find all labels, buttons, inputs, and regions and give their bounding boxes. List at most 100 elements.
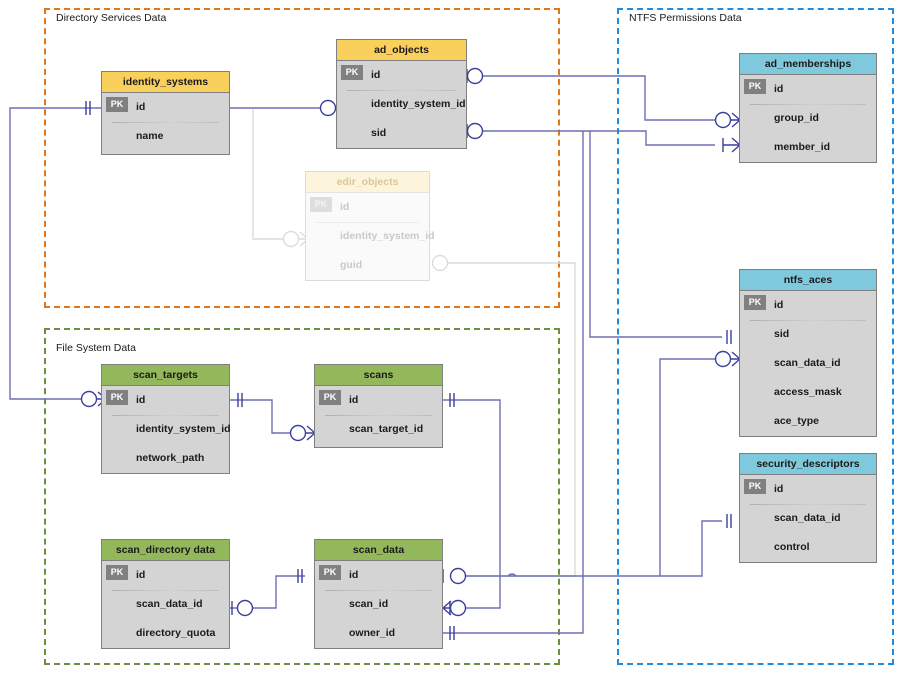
column-label: directory_quota (136, 627, 216, 639)
column-label: network_path (136, 452, 205, 464)
table-scan-data[interactable]: scan_data PK id scan_id owner_id (314, 539, 443, 649)
pk-badge: PK (341, 65, 363, 80)
column-label: identity_system_id (136, 423, 231, 435)
column-scan-targets-id[interactable]: PK id (102, 386, 229, 415)
pk-separator (325, 415, 432, 416)
table-title-scan-directory-data: scan_directory data (102, 540, 229, 561)
column-label: id (136, 394, 146, 406)
table-identity-systems[interactable]: identity_systems PK id name (101, 71, 230, 155)
pk-separator (750, 104, 866, 105)
column-ad-objects-id[interactable]: PK id (337, 61, 466, 90)
pk-badge: PK (106, 565, 128, 580)
column-ntfs-aces-sid[interactable]: sid (740, 320, 876, 349)
pk-separator (112, 590, 219, 591)
column-identity-systems-id[interactable]: PK id (102, 93, 229, 122)
column-scan-directory-data-directory-quota[interactable]: directory_quota (102, 619, 229, 648)
column-scan-data-scan-id[interactable]: scan_id (315, 590, 442, 619)
column-label: control (774, 541, 810, 553)
column-scans-scan-target-id[interactable]: scan_target_id (315, 415, 442, 444)
column-ntfs-aces-scan-data-id[interactable]: scan_data_id (740, 349, 876, 378)
table-body-ntfs-aces: PK id sid scan_data_id access_mask ace_t… (740, 291, 876, 436)
column-ad-objects-identity-system-id[interactable]: identity_system_id (337, 90, 466, 119)
table-body-edir-objects: PK id identity_system_id guid (306, 193, 435, 280)
column-scan-targets-network-path[interactable]: network_path (102, 444, 229, 473)
column-ntfs-aces-ace-type[interactable]: ace_type (740, 407, 876, 436)
column-label: member_id (774, 141, 831, 153)
column-label: sid (371, 127, 387, 139)
column-security-descriptors-scan-data-id[interactable]: scan_data_id (740, 504, 876, 533)
table-scan-targets[interactable]: scan_targets PK id identity_system_id ne… (101, 364, 231, 474)
table-title-scans: scans (315, 365, 442, 386)
column-ad-memberships-member-id[interactable]: member_id (740, 133, 876, 162)
column-label: access_mask (774, 386, 842, 398)
column-label: name (136, 130, 164, 142)
table-scans[interactable]: scans PK id scan_target_id (314, 364, 443, 448)
column-scan-data-id[interactable]: PK id (315, 561, 442, 590)
table-title-edir-objects: edir_objects (306, 172, 429, 193)
table-scan-directory-data[interactable]: scan_directory data PK id scan_data_id d… (101, 539, 230, 649)
column-label: owner_id (349, 627, 396, 639)
table-title-ad-memberships: ad_memberships (740, 54, 876, 75)
table-body-scan-targets: PK id identity_system_id network_path (102, 386, 231, 473)
table-body-scan-directory-data: PK id scan_data_id directory_quota (102, 561, 229, 648)
group-directory-services (44, 8, 560, 308)
table-body-scan-data: PK id scan_id owner_id (315, 561, 442, 648)
pk-badge: PK (319, 565, 341, 580)
table-body-ad-objects: PK id identity_system_id sid (337, 61, 466, 148)
column-label: id (349, 569, 359, 581)
table-ad-objects[interactable]: ad_objects PK id identity_system_id sid (336, 39, 467, 149)
column-label: id (774, 483, 784, 495)
column-scan-data-owner-id[interactable]: owner_id (315, 619, 442, 648)
column-scan-directory-data-scan-data-id[interactable]: scan_data_id (102, 590, 229, 619)
pk-badge: PK (744, 479, 766, 494)
pk-badge: PK (106, 390, 128, 405)
column-label: id (371, 69, 381, 81)
column-scans-id[interactable]: PK id (315, 386, 442, 415)
table-security-descriptors[interactable]: security_descriptors PK id scan_data_id … (739, 453, 877, 563)
column-security-descriptors-control[interactable]: control (740, 533, 876, 562)
table-title-scan-data: scan_data (315, 540, 442, 561)
column-label: ace_type (774, 415, 819, 427)
column-label: guid (340, 259, 363, 271)
column-ad-memberships-group-id[interactable]: group_id (740, 104, 876, 133)
column-ad-memberships-id[interactable]: PK id (740, 75, 876, 104)
table-ad-memberships[interactable]: ad_memberships PK id group_id member_id (739, 53, 877, 163)
table-ntfs-aces[interactable]: ntfs_aces PK id sid scan_data_id access_… (739, 269, 877, 437)
column-edir-objects-id[interactable]: PK id (306, 193, 429, 222)
column-label: group_id (774, 112, 819, 124)
column-label: id (340, 201, 350, 213)
table-title-ad-objects: ad_objects (337, 40, 466, 61)
group-label-file-system: File System Data (56, 342, 136, 354)
pk-separator (112, 122, 219, 123)
column-scan-targets-identity-system-id[interactable]: identity_system_id (102, 415, 231, 444)
column-ad-objects-sid[interactable]: sid (337, 119, 466, 148)
column-label: identity_system_id (371, 98, 466, 110)
table-title-ntfs-aces: ntfs_aces (740, 270, 876, 291)
column-identity-systems-name[interactable]: name (102, 122, 229, 151)
table-title-scan-targets: scan_targets (102, 365, 229, 386)
column-label: id (774, 299, 784, 311)
column-edir-objects-guid[interactable]: guid (306, 251, 429, 280)
column-edir-objects-identity-system-id[interactable]: identity_system_id (306, 222, 435, 251)
column-ntfs-aces-access-mask[interactable]: access_mask (740, 378, 876, 407)
pk-separator (750, 320, 866, 321)
table-body-scans: PK id scan_target_id (315, 386, 442, 444)
table-edir-objects[interactable]: edir_objects PK id identity_system_id gu… (305, 171, 435, 281)
column-label: id (349, 394, 359, 406)
table-body-identity-systems: PK id name (102, 93, 229, 151)
column-label: scan_data_id (774, 357, 841, 369)
table-body-ad-memberships: PK id group_id member_id (740, 75, 876, 162)
table-body-security-descriptors: PK id scan_data_id control (740, 475, 876, 562)
column-scan-directory-data-id[interactable]: PK id (102, 561, 229, 590)
group-label-directory-services: Directory Services Data (56, 12, 167, 24)
column-label: scan_data_id (136, 598, 203, 610)
column-label: sid (774, 328, 790, 340)
pk-separator (347, 90, 456, 91)
pk-badge: PK (106, 97, 128, 112)
table-title-identity-systems: identity_systems (102, 72, 229, 93)
column-ntfs-aces-id[interactable]: PK id (740, 291, 876, 320)
column-security-descriptors-id[interactable]: PK id (740, 475, 876, 504)
pk-separator (112, 415, 219, 416)
column-label: scan_data_id (774, 512, 841, 524)
